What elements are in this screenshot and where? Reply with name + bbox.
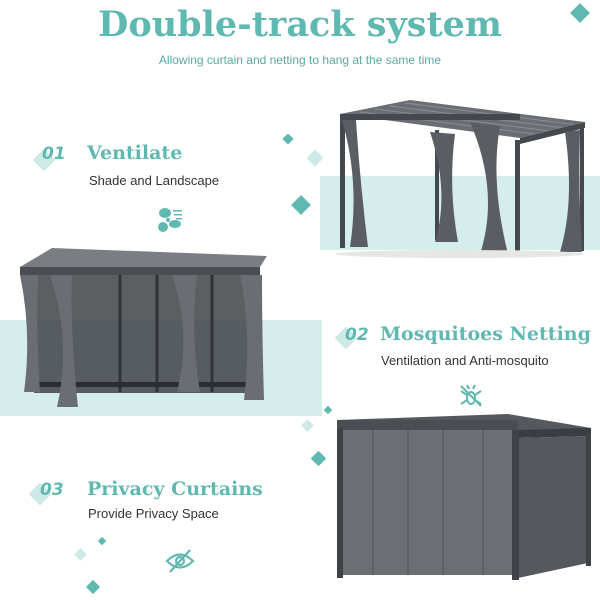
gazebo-image-netting: [20, 248, 267, 407]
feature-number: 01: [42, 144, 66, 164]
decor-diamond: [301, 419, 314, 432]
page-title: Double-track system: [98, 4, 502, 45]
decor-diamond: [310, 450, 327, 467]
feature-number: 03: [40, 480, 64, 500]
feature-description: Ventilation and Anti-mosquito: [381, 353, 549, 368]
decor-diamond: [306, 149, 324, 167]
feature-heading: Mosquitoes Netting: [380, 323, 591, 345]
decor-diamond: [97, 536, 107, 546]
feature-number: 02: [345, 325, 369, 345]
decor-diamond: [74, 548, 87, 561]
page-subtitle: Allowing curtain and netting to hang at …: [158, 53, 442, 67]
fan-icon: [158, 208, 182, 232]
feature-description: Shade and Landscape: [89, 173, 220, 188]
decor-diamond: [282, 133, 294, 145]
decor-diamond: [323, 405, 333, 415]
decor-diamond: [85, 579, 101, 595]
decor-diamond: [291, 195, 311, 215]
no-mosquito-icon: [460, 384, 482, 407]
gazebo-image-privacy: [337, 414, 591, 580]
gazebo-image-ventilate: [335, 100, 585, 258]
feature-description: Provide Privacy Space: [88, 506, 219, 521]
feature-heading: Privacy Curtains: [87, 478, 263, 500]
feature-heading: Ventilate: [87, 142, 183, 164]
eye-off-icon: [165, 549, 195, 573]
